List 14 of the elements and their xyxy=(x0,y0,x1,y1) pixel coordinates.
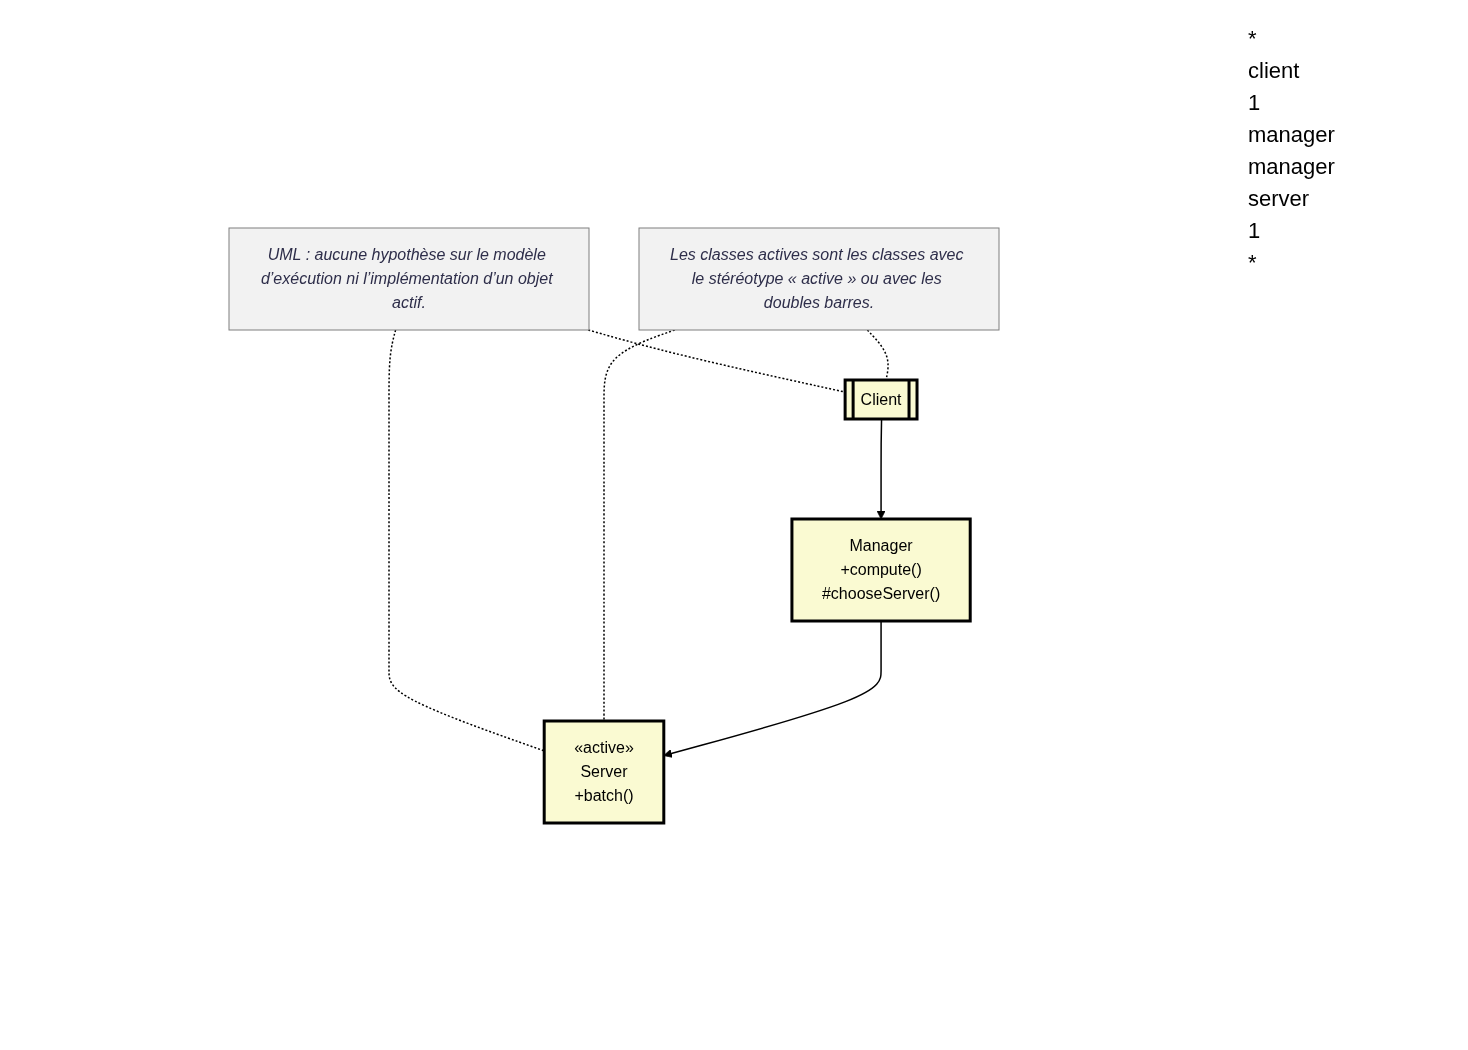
arrow xyxy=(876,418,886,519)
node-box: UML : aucune hypothèse sur le modèle d’exécution ni l’implémentation d’un objet actif. xyxy=(228,227,590,330)
node-box: Manager +compute() #chooseServer() xyxy=(790,517,972,622)
node-box: Les classes actives sont les classes avec le stéréotype « active » ou avec les doubles barres. xyxy=(638,227,1000,330)
multiplicity-label: manager xyxy=(1248,122,1336,148)
node-box: «active» Server +batch() xyxy=(542,719,666,824)
multiplicity-label: 1 xyxy=(1248,90,1262,116)
multiplicity-label: server xyxy=(1248,186,1311,212)
multiplicity-label: manager xyxy=(1248,154,1336,180)
connector xyxy=(388,328,545,752)
multiplicity-label: 1 xyxy=(1248,218,1262,244)
multiplicity-label: * xyxy=(1248,250,1258,276)
multiplicity-label: * xyxy=(1248,26,1258,52)
multiplicity-label: client xyxy=(1248,58,1301,84)
